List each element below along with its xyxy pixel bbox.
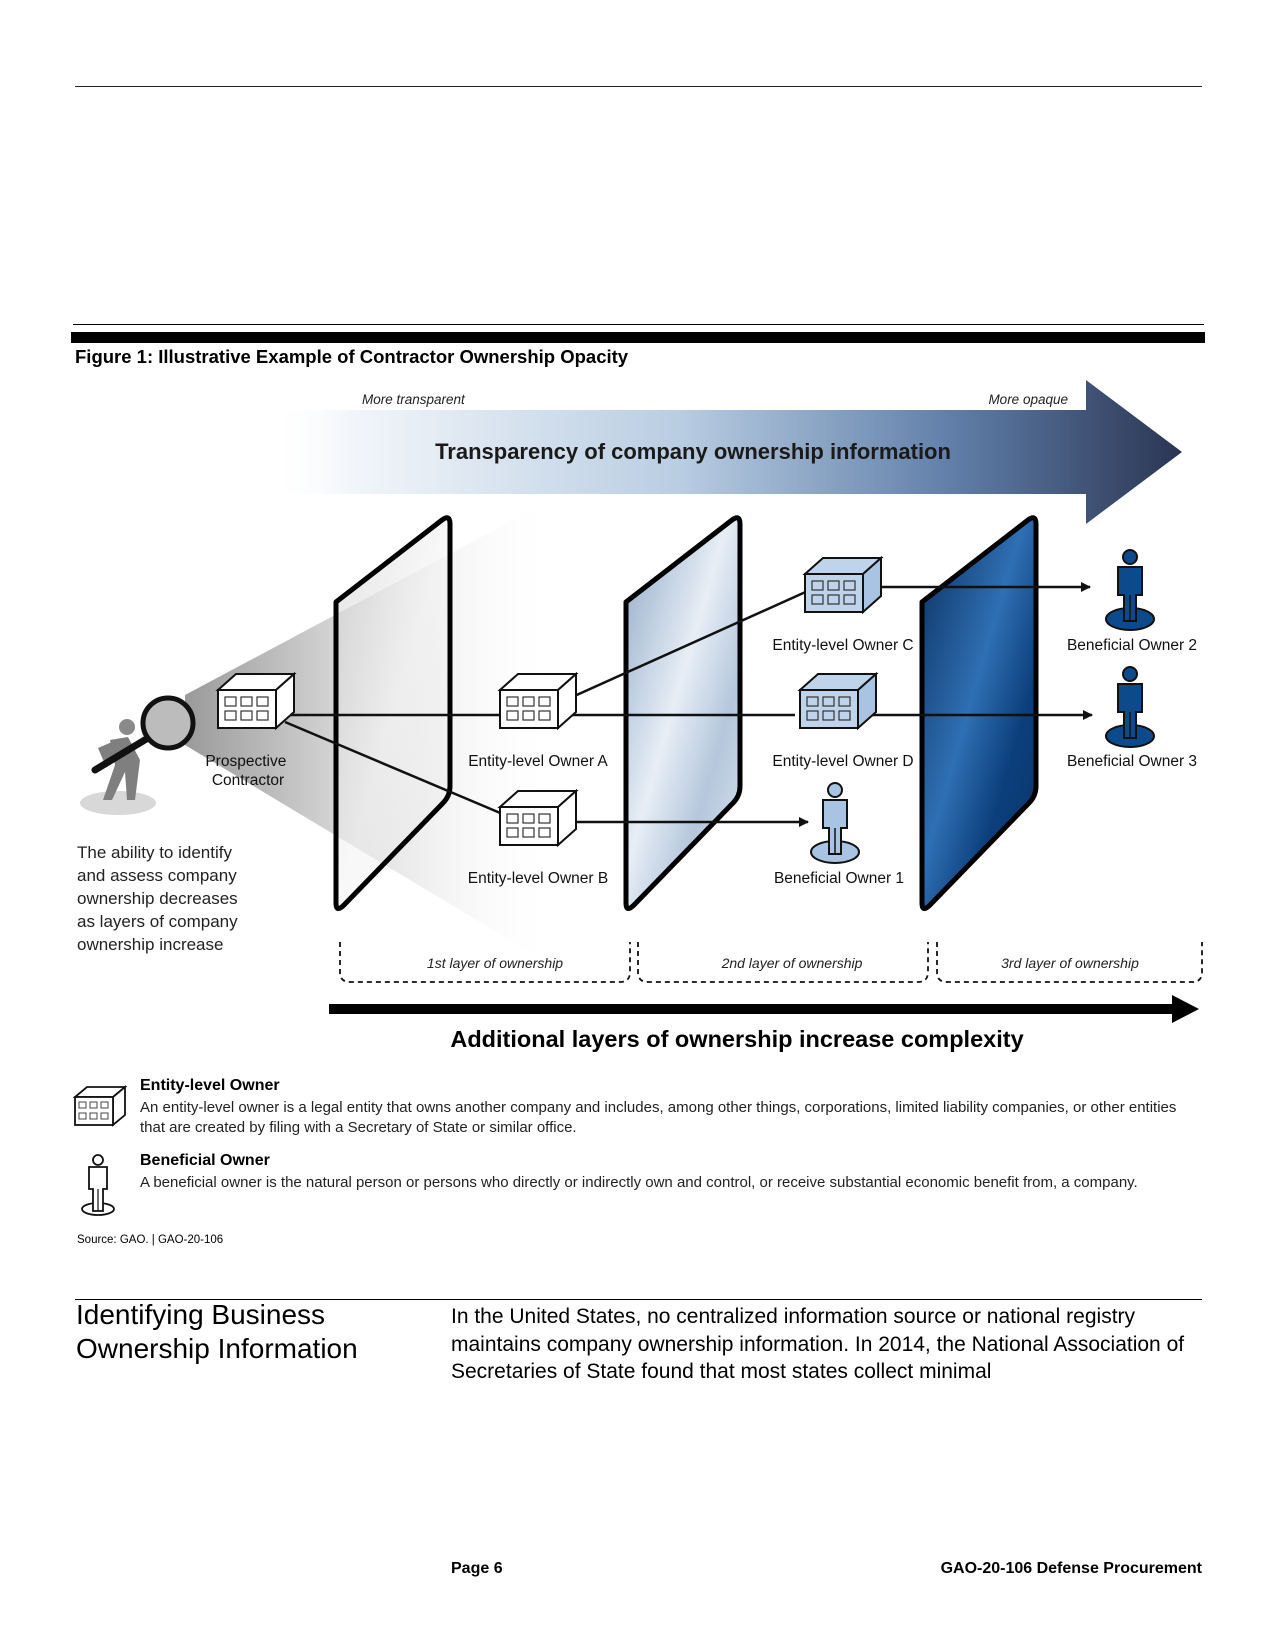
prospective-contractor-label-line1: Prospective bbox=[205, 753, 286, 770]
figure-source: Source: GAO. | GAO-20-106 bbox=[77, 1234, 223, 1246]
report-id: GAO-20-106 Defense Procurement bbox=[941, 1560, 1202, 1578]
beneficial-owner-legend-heading: Beneficial Owner bbox=[140, 1152, 270, 1170]
person-icon-beneficial-owner-3 bbox=[1106, 667, 1154, 747]
ownership-diagram: More transparent More opaque Transparenc… bbox=[0, 370, 1275, 1060]
building-icon-prospective-contractor bbox=[218, 674, 294, 728]
owner-a-label: Entity-level Owner A bbox=[468, 753, 608, 770]
building-icon-owner-b bbox=[500, 791, 576, 845]
more-opaque-label: More opaque bbox=[988, 392, 1068, 407]
beneficial-owner-1-label: Beneficial Owner 1 bbox=[774, 870, 904, 887]
layer-panel-3 bbox=[922, 518, 1036, 909]
investigator-icon bbox=[80, 698, 193, 815]
beneficial-owner-legend-text: A beneficial owner is the natural person… bbox=[140, 1173, 1180, 1193]
transparency-arrow-title: Transparency of company ownership inform… bbox=[435, 439, 951, 464]
building-icon-owner-c bbox=[805, 558, 881, 612]
figure-top-rule bbox=[73, 324, 1204, 325]
layer-3-label: 3rd layer of ownership bbox=[1001, 955, 1139, 971]
figure-title-bar bbox=[71, 332, 1205, 343]
layer-1-label: 1st layer of ownership bbox=[427, 955, 563, 971]
beneficial-owner-legend-icon bbox=[78, 1153, 118, 1217]
side-note-line5: ownership increase bbox=[77, 935, 223, 954]
entity-owner-legend-heading: Entity-level Owner bbox=[140, 1077, 280, 1095]
header-rule bbox=[75, 86, 1202, 87]
person-icon-beneficial-owner-1 bbox=[811, 783, 859, 863]
figure-title: Figure 1: Illustrative Example of Contra… bbox=[75, 346, 628, 368]
layer-2-label: 2nd layer of ownership bbox=[721, 955, 863, 971]
side-note-line2: and assess company bbox=[77, 866, 237, 885]
layer-panel-2 bbox=[626, 518, 740, 909]
beneficial-owner-3-label: Beneficial Owner 3 bbox=[1067, 753, 1197, 770]
person-icon-beneficial-owner-2 bbox=[1106, 550, 1154, 630]
section-heading: Identifying Business Ownership Informati… bbox=[76, 1298, 436, 1366]
building-icon-owner-a bbox=[500, 674, 576, 728]
side-note-line4: as layers of company bbox=[77, 912, 238, 931]
owner-b-label: Entity-level Owner B bbox=[468, 870, 608, 887]
owner-d-label: Entity-level Owner D bbox=[772, 753, 913, 770]
page-number: Page 6 bbox=[451, 1560, 503, 1578]
entity-owner-legend-text: An entity-level owner is a legal entity … bbox=[140, 1098, 1180, 1138]
complexity-arrow bbox=[329, 995, 1199, 1023]
svg-text:The ability to identify an: The ability to identify and assess compa… bbox=[77, 843, 242, 954]
entity-owner-legend-icon bbox=[73, 1083, 129, 1129]
building-icon-owner-d bbox=[800, 674, 876, 728]
complexity-label: Additional layers of ownership increase … bbox=[450, 1026, 1023, 1052]
prospective-contractor-label-line2: Contractor bbox=[212, 772, 284, 789]
side-note-line3: ownership decreases bbox=[77, 889, 238, 908]
more-transparent-label: More transparent bbox=[362, 392, 466, 407]
beneficial-owner-2-label: Beneficial Owner 2 bbox=[1067, 637, 1197, 654]
side-note-line1: The ability to identify bbox=[77, 843, 232, 862]
section-body-text: In the United States, no centralized inf… bbox=[451, 1303, 1211, 1386]
owner-c-label: Entity-level Owner C bbox=[772, 637, 913, 654]
